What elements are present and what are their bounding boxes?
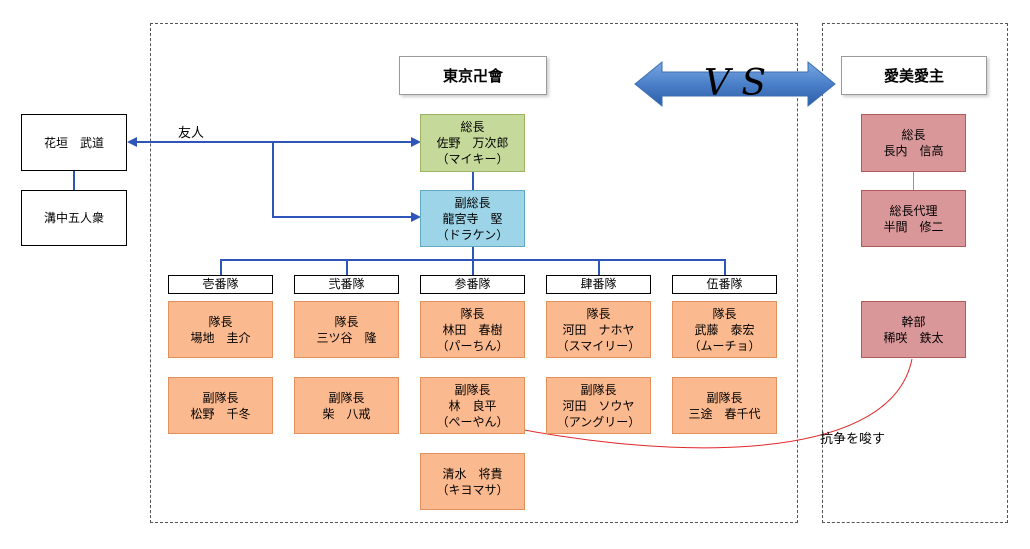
toman-vice-nick: （ドラケン） bbox=[436, 227, 509, 242]
friend-label: 友人 bbox=[178, 126, 205, 141]
kiyomasa-box: 清水 将貴 （キヨマサ） bbox=[420, 453, 525, 510]
squad-2-vice-box: 副隊長 柴 八戒 bbox=[294, 377, 399, 434]
vs-double-arrow bbox=[634, 60, 836, 108]
conflict-label: 抗争を唆す bbox=[820, 432, 886, 447]
squad-header-1: 壱番隊 bbox=[168, 275, 273, 294]
aibi-president-name: 長内 信高 bbox=[883, 144, 944, 158]
toman-president-name: 佐野 万次郎 bbox=[436, 136, 509, 150]
arrowhead-to-vice bbox=[411, 212, 421, 222]
squad-3-vice-name: 林 良平 bbox=[448, 398, 497, 413]
connector-squad-2 bbox=[346, 259, 348, 275]
toman-title-text: 東京卍會 bbox=[442, 66, 503, 85]
squad-2-vice-role: 副隊長 bbox=[328, 390, 365, 405]
squad-1-captain-name: 場地 圭介 bbox=[190, 330, 251, 345]
squad-3-vice-box: 副隊長 林 良平 （ぺーやん） bbox=[420, 377, 525, 434]
squad-5-vice-name: 三途 春千代 bbox=[688, 406, 761, 421]
squad-3-vice-nick: （ぺーやん） bbox=[436, 414, 509, 429]
squad-3-vice-role: 副隊長 bbox=[454, 382, 491, 397]
squad-2-captain-role: 隊長 bbox=[334, 314, 359, 329]
squad-header-2: 弐番隊 bbox=[294, 275, 399, 294]
squad-2-vice-name: 柴 八戒 bbox=[322, 406, 371, 421]
toman-vice-role: 副総長 bbox=[454, 195, 491, 210]
mizoguchi-box: 溝中五人衆 bbox=[21, 190, 127, 246]
connector-squad-4 bbox=[598, 259, 600, 275]
squad-4-vice-nick: （アングリー） bbox=[556, 414, 641, 429]
aibi-group-frame bbox=[822, 23, 1008, 523]
squad-3-captain-nick: （パーちん） bbox=[436, 338, 509, 353]
squad-4-vice-role: 副隊長 bbox=[580, 382, 617, 397]
squad-header-5: 伍番隊 bbox=[672, 275, 777, 294]
squad-1-captain-box: 隊長 場地 圭介 bbox=[168, 301, 273, 358]
squad-1-vice-role: 副隊長 bbox=[202, 390, 239, 405]
squad-3-captain-role: 隊長 bbox=[460, 306, 485, 321]
squad-3-captain-name: 林田 春樹 bbox=[442, 322, 503, 337]
aibi-exec-name: 稀咲 鉄太 bbox=[883, 330, 944, 345]
kiyomasa-nick: （キヨマサ） bbox=[436, 482, 509, 497]
connector-vice-squads bbox=[472, 247, 474, 260]
takemichi-name: 花垣 武道 bbox=[43, 135, 104, 150]
squad-5-vice-box: 副隊長 三途 春千代 bbox=[672, 377, 777, 434]
squad-2-captain-box: 隊長 三ツ谷 隆 bbox=[294, 301, 399, 358]
squad-5-captain-name: 武藤 泰宏 bbox=[694, 322, 755, 337]
squad-2-captain-name: 三ツ谷 隆 bbox=[316, 330, 377, 345]
squad-1-vice-name: 松野 千冬 bbox=[190, 406, 251, 421]
arrowhead-to-president bbox=[411, 137, 421, 147]
connector-squad-3 bbox=[472, 259, 474, 275]
toman-vice-name: 龍宮寺 堅 bbox=[442, 211, 503, 226]
aibi-acting-box: 総長代理 半間 修二 bbox=[861, 190, 966, 247]
squad-1-vice-box: 副隊長 松野 千冬 bbox=[168, 377, 273, 434]
connector-president-vice bbox=[472, 172, 474, 191]
squad-header-4: 肆番隊 bbox=[546, 275, 651, 294]
squad-4-vice-name: 河田 ソウヤ bbox=[562, 398, 635, 413]
connector-squad-1 bbox=[220, 259, 222, 275]
connector-friend-vertical bbox=[272, 142, 274, 218]
squad-header-3: 参番隊 bbox=[420, 275, 525, 294]
arrowhead-to-takemichi bbox=[127, 137, 137, 147]
squad-4-vice-box: 副隊長 河田 ソウヤ （アングリー） bbox=[546, 377, 651, 434]
squad-4-captain-role: 隊長 bbox=[586, 306, 611, 321]
connector-friend-to-vice bbox=[272, 216, 415, 218]
connector-friend-horizontal bbox=[135, 141, 415, 143]
toman-president-box: 総長 佐野 万次郎 （マイキー） bbox=[420, 114, 525, 172]
kiyomasa-name: 清水 将貴 bbox=[442, 466, 503, 481]
toman-president-role: 総長 bbox=[460, 120, 485, 134]
squad-5-captain-role: 隊長 bbox=[712, 306, 737, 321]
toman-title: 東京卍會 bbox=[399, 56, 547, 95]
connector-takemichi-mizoguchi bbox=[73, 171, 75, 190]
aibi-president-role: 総長 bbox=[901, 128, 926, 142]
aibi-acting-name: 半間 修二 bbox=[883, 219, 944, 234]
toman-group-frame bbox=[150, 23, 798, 523]
conflict-arrow-curve bbox=[475, 358, 913, 449]
aibi-exec-role: 幹部 bbox=[901, 314, 926, 329]
aibi-acting-role: 総長代理 bbox=[889, 203, 938, 218]
squad-5-vice-role: 副隊長 bbox=[706, 390, 743, 405]
toman-vice-box: 副総長 龍宮寺 堅 （ドラケン） bbox=[420, 190, 525, 247]
aibi-exec-box: 幹部 稀咲 鉄太 bbox=[861, 301, 966, 358]
takemichi-box: 花垣 武道 bbox=[21, 114, 127, 171]
mizoguchi-name: 溝中五人衆 bbox=[43, 211, 104, 225]
squad-1-captain-role: 隊長 bbox=[208, 314, 233, 329]
aibi-president-box: 総長 長内 信高 bbox=[861, 114, 966, 172]
aibi-title-text: 愛美愛主 bbox=[883, 66, 944, 85]
vs-label: V S bbox=[703, 63, 767, 104]
toman-president-nick: （マイキー） bbox=[436, 152, 509, 166]
squad-4-captain-box: 隊長 河田 ナホヤ （スマイリー） bbox=[546, 301, 651, 358]
connector-squad-5 bbox=[724, 259, 726, 275]
squad-4-captain-nick: （スマイリー） bbox=[556, 338, 641, 353]
squad-4-captain-name: 河田 ナホヤ bbox=[562, 322, 635, 337]
squad-5-captain-box: 隊長 武藤 泰宏 （ムーチョ） bbox=[672, 301, 777, 358]
squad-3-captain-box: 隊長 林田 春樹 （パーちん） bbox=[420, 301, 525, 358]
connector-aibi-president-acting bbox=[913, 172, 914, 190]
squad-5-captain-nick: （ムーチョ） bbox=[688, 338, 761, 353]
aibi-title: 愛美愛主 bbox=[841, 56, 987, 95]
